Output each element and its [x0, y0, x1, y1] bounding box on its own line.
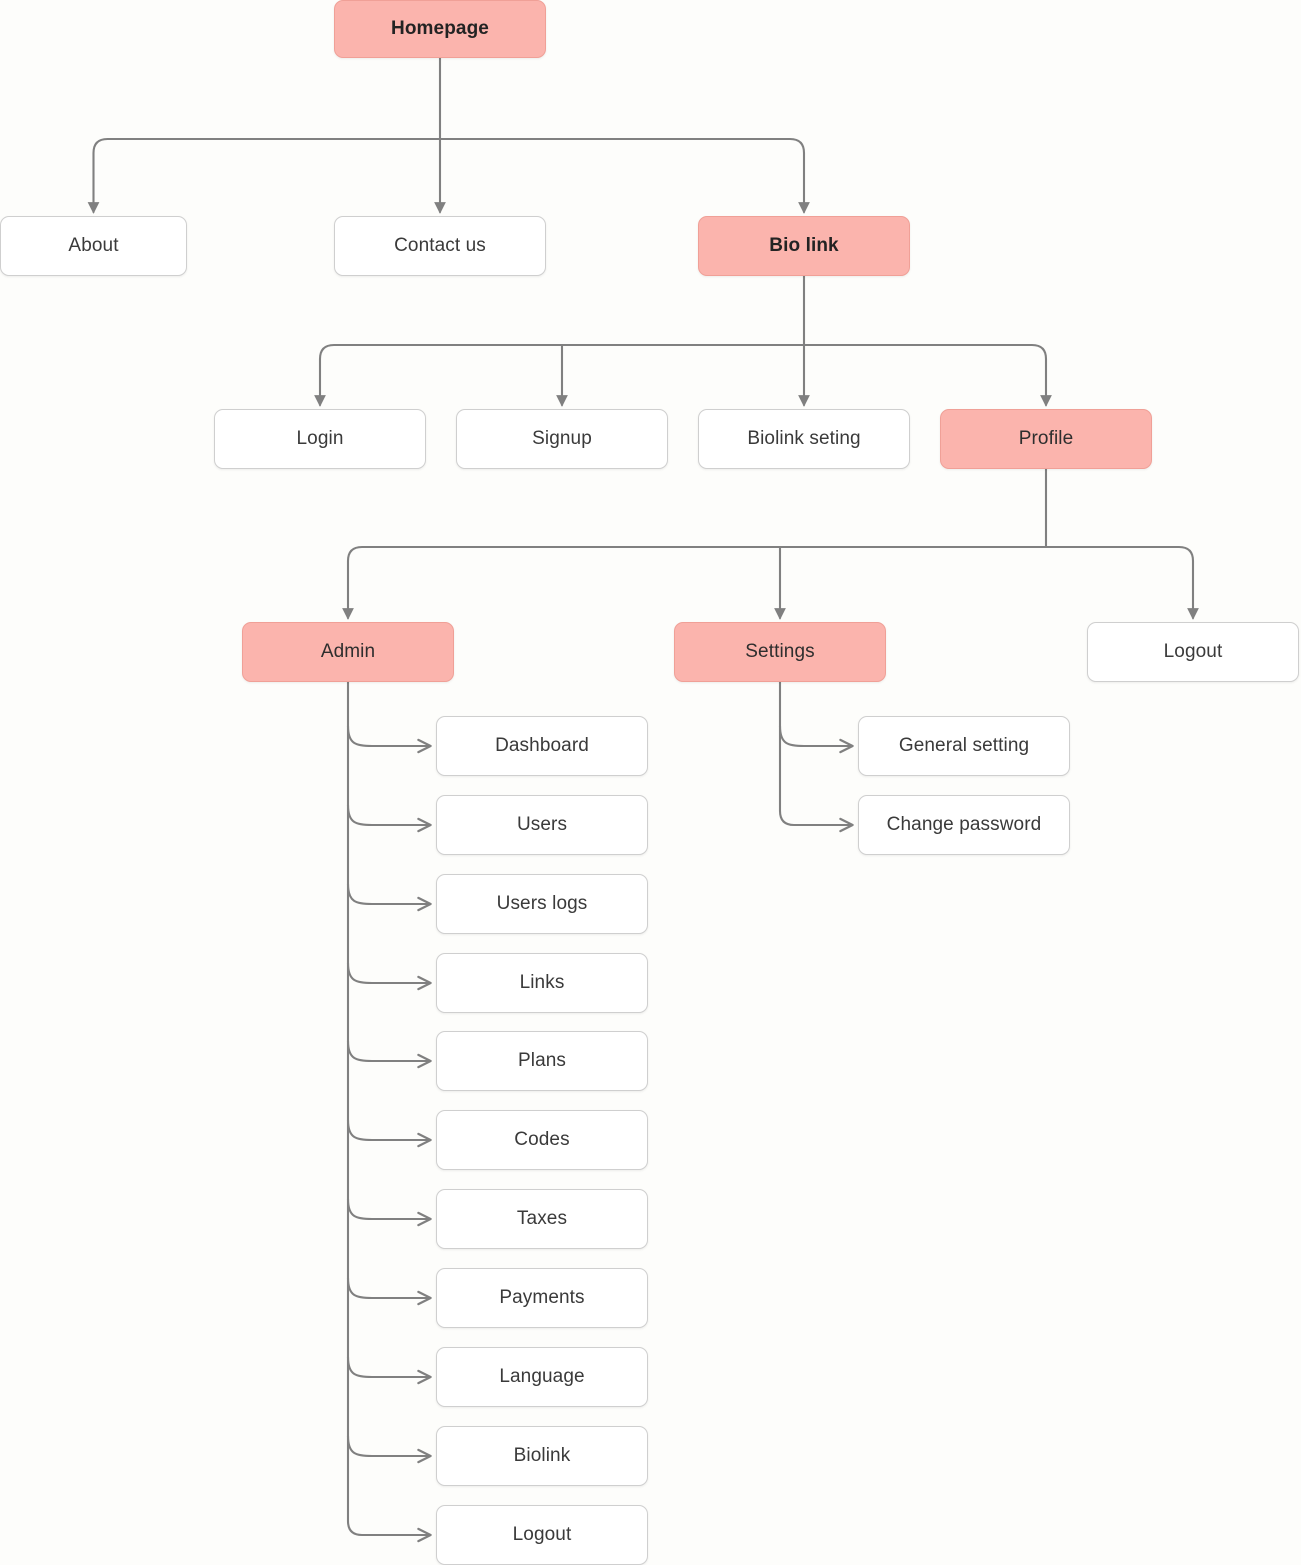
node-label: Logout	[1163, 641, 1223, 663]
connector	[92, 137, 806, 155]
node-about[interactable]: About	[0, 216, 187, 276]
node-label: Links	[519, 972, 565, 994]
node-taxes[interactable]: Taxes	[436, 1189, 648, 1249]
node-label: Profile	[1018, 428, 1074, 450]
node-label: Users logs	[496, 893, 588, 915]
connector	[778, 724, 854, 754]
node-label: Biolink seting	[747, 428, 861, 450]
node-label: Homepage	[391, 18, 489, 40]
connector	[318, 343, 1048, 361]
node-admin[interactable]: Admin	[242, 622, 454, 682]
node-label: Payments	[499, 1287, 585, 1309]
node-label: Admin	[320, 641, 376, 663]
node-label: Taxes	[516, 1208, 568, 1230]
node-label: Settings	[745, 641, 815, 663]
connector	[346, 803, 432, 833]
node-language[interactable]: Language	[436, 1347, 648, 1407]
node-label: Plans	[517, 1050, 567, 1072]
connector	[778, 809, 854, 833]
connector	[346, 1197, 432, 1227]
node-general-setting[interactable]: General setting	[858, 716, 1070, 776]
node-users-logs[interactable]: Users logs	[436, 874, 648, 934]
node-dashboard[interactable]: Dashboard	[436, 716, 648, 776]
node-label: Dashboard	[495, 735, 589, 757]
node-label: Bio link	[769, 235, 839, 257]
node-homepage[interactable]: Homepage	[334, 0, 546, 58]
node-links[interactable]: Links	[436, 953, 648, 1013]
node-label: Biolink	[513, 1445, 571, 1467]
node-login[interactable]: Login	[214, 409, 426, 469]
connector	[346, 882, 432, 912]
node-label: Users	[516, 814, 568, 836]
connector	[346, 1039, 432, 1069]
node-settings[interactable]: Settings	[674, 622, 886, 682]
node-signup[interactable]: Signup	[456, 409, 668, 469]
node-biolink-admin[interactable]: Biolink	[436, 1426, 648, 1486]
node-label: Codes	[514, 1129, 570, 1151]
node-bio-link[interactable]: Bio link	[698, 216, 910, 276]
node-label: Signup	[532, 428, 592, 450]
node-users[interactable]: Users	[436, 795, 648, 855]
node-biolink-seting[interactable]: Biolink seting	[698, 409, 910, 469]
node-label: Change password	[886, 814, 1042, 836]
connector	[346, 1434, 432, 1464]
node-contact-us[interactable]: Contact us	[334, 216, 546, 276]
node-label: Login	[296, 428, 344, 450]
node-label: Language	[499, 1366, 585, 1388]
connector	[346, 1118, 432, 1148]
connector	[346, 961, 432, 991]
connector	[346, 1276, 432, 1306]
node-change-password[interactable]: Change password	[858, 795, 1070, 855]
connector	[346, 724, 432, 754]
connector	[346, 1355, 432, 1385]
node-logout-profile[interactable]: Logout	[1087, 622, 1299, 682]
node-label: General setting	[898, 735, 1030, 757]
node-label: About	[68, 235, 119, 257]
connector	[346, 1519, 432, 1543]
connector	[346, 545, 1195, 563]
node-codes[interactable]: Codes	[436, 1110, 648, 1170]
node-label: Logout	[512, 1524, 572, 1546]
node-logout-admin[interactable]: Logout	[436, 1505, 648, 1565]
node-label: Contact us	[394, 235, 486, 257]
node-payments[interactable]: Payments	[436, 1268, 648, 1328]
node-profile[interactable]: Profile	[940, 409, 1152, 469]
node-plans[interactable]: Plans	[436, 1031, 648, 1091]
